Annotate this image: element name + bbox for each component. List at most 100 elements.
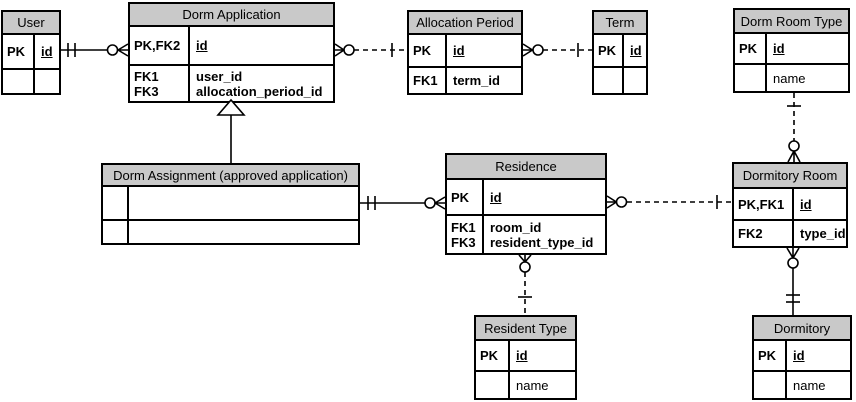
entity-dorm-room-type-title: Dorm Room Type	[735, 10, 848, 34]
table-row: PK id	[409, 35, 521, 66]
table-row: name	[754, 370, 850, 398]
attr-name: room_id resident_type_id	[490, 219, 594, 250]
table-row: name	[476, 370, 575, 398]
zero-circle	[532, 44, 544, 56]
attr-key	[3, 70, 35, 93]
attr-key	[103, 187, 129, 219]
attr-key: FK1	[409, 68, 447, 93]
table-row: PK id	[447, 180, 605, 214]
attr-name: id	[773, 41, 785, 56]
many-crow-foot	[787, 150, 801, 163]
attr-name: id	[630, 43, 642, 58]
entity-dorm-assignment: Dorm Assignment (approved application)	[101, 163, 360, 245]
attr-name: id	[793, 348, 805, 363]
entity-dorm-application: Dorm Application PK,FK2 id FK1 FK3 user_…	[128, 2, 335, 103]
attr-name: id	[41, 44, 53, 59]
attr-key	[476, 372, 510, 398]
attr-name: user_id allocation_period_id	[196, 68, 323, 99]
attr-name	[35, 70, 59, 93]
table-row: PK,FK1 id	[734, 189, 846, 219]
attr-name: id	[196, 38, 208, 53]
zero-circle	[615, 196, 628, 208]
attr-key: PK,FK2	[130, 27, 190, 64]
table-row: name	[735, 63, 848, 91]
entity-term-title: Term	[594, 12, 646, 35]
attr-key	[754, 372, 787, 398]
many-crow-foot	[606, 195, 617, 209]
entity-user: User PK id	[1, 10, 61, 95]
relationship-dorm-application-allocation-period	[334, 43, 407, 57]
attr-name: id	[800, 196, 812, 212]
attr-name: term_id	[453, 73, 500, 88]
attr-key: PK,FK1	[734, 189, 794, 219]
relationship-dormitory-room-dormitory	[786, 247, 800, 315]
attr-key: FK2	[734, 221, 794, 246]
entity-resident-type-title: Resident Type	[476, 317, 575, 341]
entity-dorm-assignment-title: Dorm Assignment (approved application)	[103, 165, 358, 187]
attr-key: PK	[447, 180, 484, 214]
zero-circle	[343, 44, 355, 56]
attr-key	[594, 68, 624, 93]
entity-dormitory: Dormitory PK id name	[752, 315, 852, 400]
table-row	[103, 187, 358, 219]
table-row	[594, 66, 646, 93]
zero-circle	[424, 197, 436, 209]
attr-name: id	[453, 43, 465, 58]
relationship-dorm-room-type-dormitory-room	[787, 93, 801, 163]
attr-name: id	[516, 348, 528, 363]
attr-name: name	[793, 377, 826, 393]
relationship-allocation-period-term	[522, 43, 592, 57]
entity-dorm-room-type: Dorm Room Type PK id name	[733, 8, 850, 93]
entity-allocation-period: Allocation Period PK id FK1 term_id	[407, 10, 523, 95]
entity-dormitory-title: Dormitory	[754, 317, 850, 341]
zero-circle	[787, 257, 799, 269]
attr-key: PK	[476, 341, 510, 370]
entity-allocation-period-title: Allocation Period	[409, 12, 521, 35]
entity-dormitory-room-title: Dormitory Room	[734, 164, 846, 189]
table-row: FK2 type_id	[734, 219, 846, 246]
entity-residence: Residence PK id FK1 FK3 room_id resident…	[445, 153, 607, 255]
many-crow-foot	[786, 247, 800, 259]
attr-key: PK	[3, 35, 35, 68]
zero-circle	[106, 44, 119, 56]
attr-key: PK	[754, 341, 787, 370]
attr-key	[103, 221, 129, 243]
table-row: PK id	[754, 341, 850, 370]
attr-key	[735, 65, 767, 91]
relationship-residence-dormitory-room	[606, 195, 732, 209]
attr-key: PK	[735, 34, 767, 63]
entity-term: Term PK id	[592, 10, 648, 95]
zero-circle	[788, 140, 800, 152]
zero-circle	[519, 261, 531, 273]
entity-dorm-application-title: Dorm Application	[130, 4, 333, 27]
many-crow-foot	[522, 43, 533, 57]
table-row	[103, 219, 358, 243]
entity-dormitory-room: Dormitory Room PK,FK1 id FK2 type_id	[732, 162, 848, 248]
attr-key: FK1 FK3	[447, 216, 484, 253]
table-row: PK id	[476, 341, 575, 370]
attr-name: name	[516, 377, 549, 393]
attr-key: PK	[594, 35, 624, 66]
many-crow-foot	[518, 254, 532, 263]
attr-name	[129, 187, 358, 219]
relationship-residence-resident-type	[518, 254, 532, 315]
table-row: PK id	[735, 34, 848, 63]
many-crow-foot	[434, 196, 446, 210]
table-row: FK1 FK3 room_id resident_type_id	[447, 214, 605, 253]
attr-name	[624, 68, 646, 93]
table-row: FK1 FK3 user_id allocation_period_id	[130, 64, 333, 101]
table-row	[3, 68, 59, 93]
subtype-link-dorm-assignment-dorm-application	[216, 98, 246, 163]
relationship-user-dorm-application	[61, 43, 129, 57]
entity-user-title: User	[3, 12, 59, 35]
attr-name	[129, 221, 358, 243]
relationship-dorm-assignment-residence	[360, 196, 446, 210]
many-crow-foot	[117, 43, 129, 57]
entity-resident-type: Resident Type PK id name	[474, 315, 577, 400]
table-row: PK,FK2 id	[130, 27, 333, 64]
many-crow-foot	[334, 43, 345, 57]
attr-name: type_id	[800, 226, 846, 241]
attr-name: id	[490, 189, 502, 205]
attr-key: FK1 FK3	[130, 66, 190, 101]
